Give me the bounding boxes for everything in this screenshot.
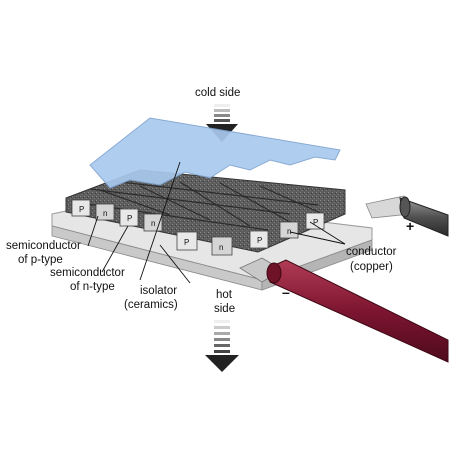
- svg-text:P: P: [184, 238, 189, 247]
- semiconductor-p-label: semiconductor: [6, 240, 81, 252]
- svg-text:P: P: [257, 236, 262, 245]
- minus-sign: –: [282, 284, 290, 300]
- cold-side-plate: [89, 117, 341, 189]
- negative-wire: [239, 257, 449, 363]
- svg-text:P: P: [79, 205, 84, 214]
- pellet-letters: P n P n P n P n P: [79, 205, 318, 252]
- cold-side-label: cold side: [195, 87, 240, 99]
- isolator-label: isolator: [140, 285, 177, 297]
- positive-wire: [365, 195, 449, 237]
- svg-text:P: P: [313, 218, 318, 227]
- semiconductor-n-label: semiconductor: [50, 267, 125, 279]
- isolator-label-2: (ceramics): [124, 299, 178, 311]
- semiconductor-n-label-2: of n-type: [70, 281, 115, 293]
- conductor-label-2: (copper): [350, 261, 393, 273]
- hot-side-arrow-icon: [205, 320, 239, 372]
- semiconductor-p-label-2: of p-type: [18, 254, 63, 266]
- svg-text:n: n: [103, 209, 107, 218]
- plus-sign: +: [406, 218, 414, 234]
- svg-text:P: P: [127, 214, 132, 223]
- svg-text:n: n: [151, 219, 155, 228]
- pellet-row-front: [71, 199, 325, 256]
- svg-text:n: n: [287, 227, 291, 236]
- leader-lines: [87, 161, 346, 284]
- svg-text:n: n: [219, 243, 223, 252]
- pellet-array: P n P n P n P n P: [65, 169, 346, 256]
- hot-side-label-2: side: [214, 303, 235, 315]
- conductor-label: conductor: [346, 246, 397, 258]
- hot-side-label: hot: [216, 289, 233, 301]
